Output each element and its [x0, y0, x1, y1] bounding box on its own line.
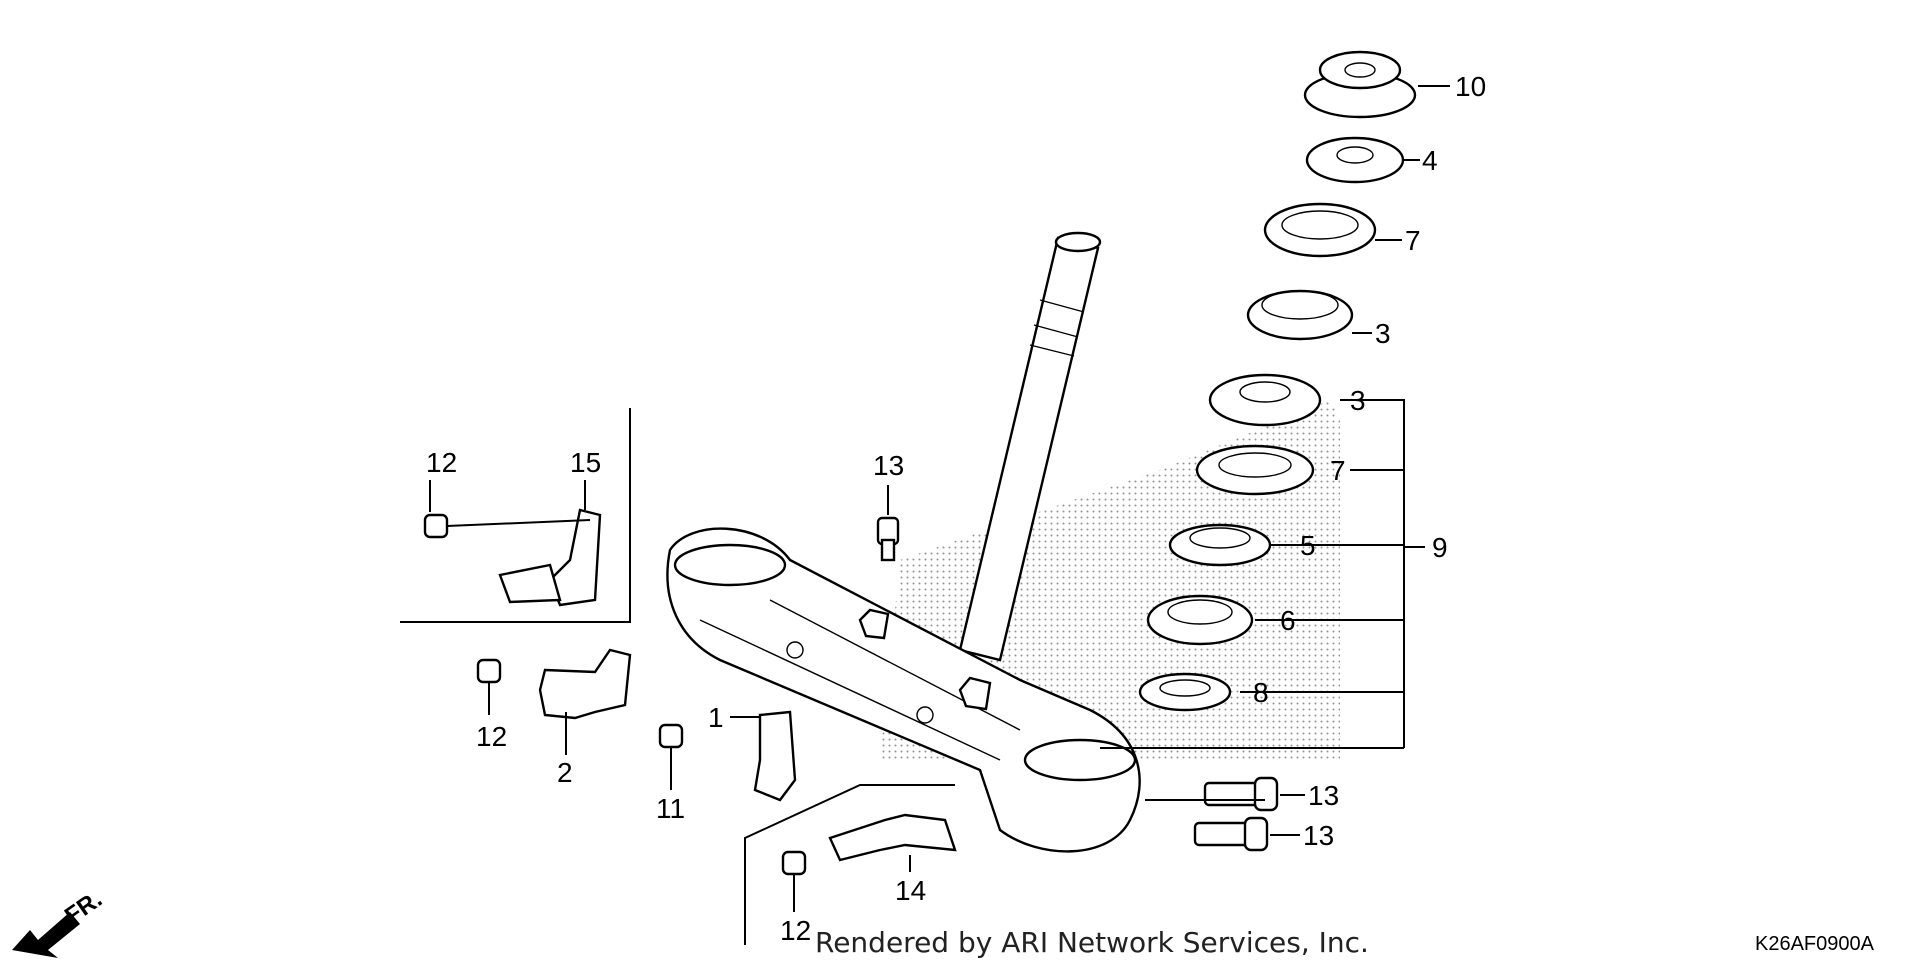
- front-direction-arrow: FR.: [12, 886, 107, 958]
- callout-12c: 12: [780, 915, 811, 946]
- lower-triple-clamp: [666, 527, 1141, 853]
- callout-8: 8: [1253, 677, 1269, 708]
- part-12-bolt-lower-inset: [781, 850, 807, 912]
- callout-12b: 12: [476, 721, 507, 752]
- inset-box-lower: [744, 784, 955, 945]
- callout-15: 15: [570, 447, 601, 478]
- callout-2: 2: [557, 757, 573, 788]
- callout-13b: 13: [1303, 820, 1334, 851]
- callout-7a: 7: [1405, 225, 1421, 256]
- callout-9: 9: [1432, 532, 1448, 563]
- callout-3b: 3: [1350, 385, 1366, 416]
- callout-7b: 7: [1330, 455, 1346, 486]
- part-13-bolt-upper: [1203, 776, 1279, 812]
- part-3a-race: [1246, 289, 1354, 341]
- part-11-bolt: [658, 723, 684, 790]
- part-7a-bearing: [1263, 202, 1377, 258]
- part-13-bolt-lower: [1193, 816, 1269, 852]
- callout-5: 5: [1300, 530, 1316, 561]
- callout-13c: 13: [873, 450, 904, 481]
- callout-6: 6: [1280, 605, 1296, 636]
- callout-4: 4: [1422, 145, 1438, 176]
- part-15-bracket: [498, 508, 602, 607]
- footer-credit: Rendered by ARI Network Services, Inc.: [815, 926, 1369, 959]
- callout-11: 11: [656, 793, 685, 824]
- part-12-bolt-left: [476, 658, 502, 715]
- part-3b-race: [1208, 373, 1322, 427]
- part-5-race: [1168, 523, 1272, 567]
- callout-1: 1: [708, 702, 724, 733]
- inset-box-upper: [400, 408, 631, 623]
- part-12-bolt-inset: [423, 513, 591, 539]
- leader-lines: [429, 85, 1450, 872]
- part-2-bracket: [538, 648, 632, 720]
- part-13-bolt-top: [876, 516, 900, 562]
- diagram-code: K26AF0900A: [1755, 933, 1875, 955]
- part-4-washer: [1305, 136, 1405, 184]
- part-8-washer: [1138, 672, 1232, 712]
- callout-14: 14: [895, 875, 926, 906]
- callout-10: 10: [1455, 71, 1486, 102]
- callout-12a: 12: [426, 447, 457, 478]
- part-7b-bearing: [1195, 444, 1315, 496]
- group-9-bracket: [1100, 399, 1425, 749]
- part-1-bracket: [730, 710, 797, 802]
- callout-3a: 3: [1375, 318, 1391, 349]
- part-10-lock-nut: [1303, 50, 1417, 119]
- part-6-seal: [1146, 594, 1254, 646]
- part-14-bracket: [828, 813, 957, 862]
- callout-13a: 13: [1308, 780, 1339, 811]
- steering-stem: [958, 231, 1102, 662]
